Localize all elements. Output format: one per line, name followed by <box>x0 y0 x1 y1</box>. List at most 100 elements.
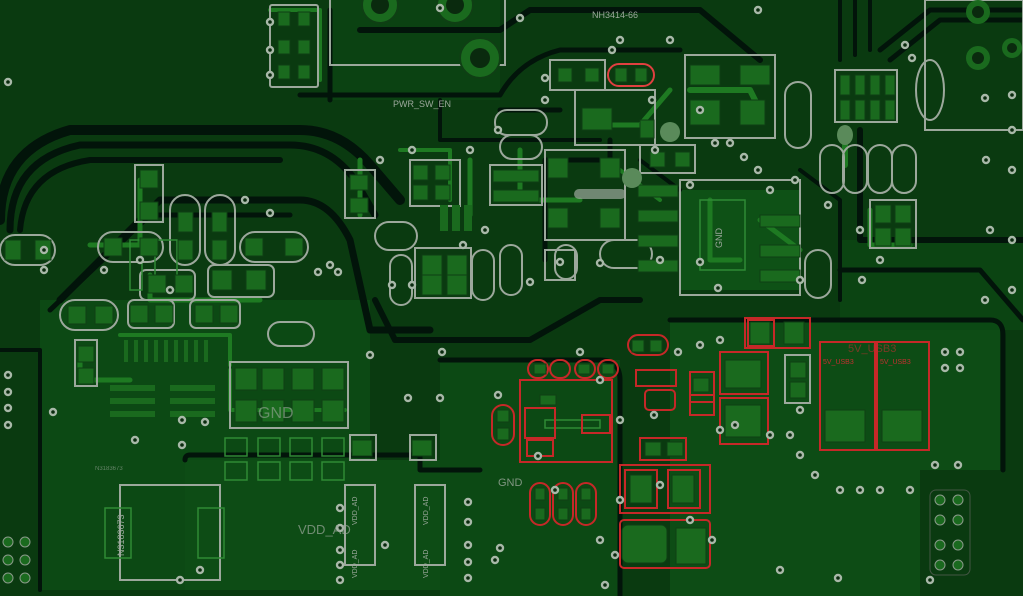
via-hole <box>756 168 760 172</box>
via-hole <box>813 473 817 477</box>
via-hole <box>466 500 470 504</box>
via-hole <box>180 443 184 447</box>
via-hole <box>943 366 947 370</box>
via-hole <box>728 141 732 145</box>
via-hole <box>268 73 272 77</box>
via-hole <box>268 48 272 52</box>
label-gnd-center: GND <box>714 228 724 249</box>
via-hole <box>180 418 184 422</box>
via-hole <box>1010 288 1014 292</box>
via-hole <box>858 228 862 232</box>
pin-header <box>929 489 971 576</box>
faint-outlines <box>104 199 746 559</box>
via-hole <box>713 141 717 145</box>
label-net-top: NH3414-66 <box>592 10 638 20</box>
label-pad-vdd-3: VDD_AD <box>352 550 359 578</box>
via-hole <box>1010 128 1014 132</box>
via-hole <box>956 463 960 467</box>
via-hole <box>618 38 622 42</box>
via-hole <box>468 148 472 152</box>
via-hole <box>838 488 842 492</box>
via-hole <box>943 350 947 354</box>
via-hole <box>498 546 502 550</box>
via-hole <box>718 428 722 432</box>
via-hole <box>658 483 662 487</box>
via-hole <box>793 178 797 182</box>
via-hole <box>406 396 410 400</box>
via-hole <box>650 98 654 102</box>
via-hole <box>338 548 342 552</box>
via-hole <box>653 148 657 152</box>
via-hole <box>910 56 914 60</box>
via-hole <box>42 248 46 252</box>
via-hole <box>958 366 962 370</box>
via-hole <box>328 263 332 267</box>
via-hole <box>203 420 207 424</box>
via-hole <box>466 520 470 524</box>
silkscreen-labels: NH3414-66 PWR_SW_EN GND GND GND VDD_AD V… <box>95 10 911 578</box>
via-hole <box>858 488 862 492</box>
via-hole <box>716 286 720 290</box>
via-hole <box>6 390 10 394</box>
via-hole <box>878 488 882 492</box>
label-pad-vdd-4: VDD_AD <box>423 550 430 578</box>
via-hole <box>958 350 962 354</box>
via-hole <box>933 463 937 467</box>
via-hole <box>658 258 662 262</box>
via-hole <box>378 158 382 162</box>
via-hole <box>438 396 442 400</box>
via-hole <box>698 108 702 112</box>
label-pad-vdd-2: VDD_AD <box>423 497 430 525</box>
ic-pins <box>110 205 472 417</box>
via-hole <box>676 350 680 354</box>
via-hole <box>138 258 142 262</box>
label-usb-header: 5V_USB3 <box>848 343 896 355</box>
via-hole <box>390 283 394 287</box>
via-hole <box>742 155 746 159</box>
via-hole <box>688 183 692 187</box>
label-power-switch: PWR_SW_EN <box>393 99 451 109</box>
via-hole <box>1010 93 1014 97</box>
pin-header-left <box>2 536 31 584</box>
red-components <box>491 63 930 569</box>
via-hole <box>598 261 602 265</box>
via-hole <box>688 518 692 522</box>
via-hole <box>168 288 172 292</box>
via-hole <box>528 280 532 284</box>
via-hole <box>768 433 772 437</box>
via-hole <box>778 568 782 572</box>
smd-pads <box>4 11 923 565</box>
label-part-side: N3183673 <box>95 466 123 472</box>
via-hole <box>133 438 137 442</box>
via-hole <box>518 16 522 20</box>
via-hole <box>983 96 987 100</box>
via-hole <box>102 268 106 272</box>
via-hole <box>198 568 202 572</box>
label-pad-vdd-1: VDD_AD <box>352 497 359 525</box>
via-hole <box>1010 168 1014 172</box>
via-hole <box>338 526 342 530</box>
via-hole <box>908 488 912 492</box>
via-hole <box>410 148 414 152</box>
via-hole <box>836 576 840 580</box>
via-hole <box>984 158 988 162</box>
via-hole <box>603 583 607 587</box>
via-hole <box>466 560 470 564</box>
via-hole <box>461 243 465 247</box>
label-part-vertical: N3183673 <box>116 514 126 556</box>
via-hole <box>1010 238 1014 242</box>
via-hole <box>178 578 182 582</box>
via-hole <box>798 278 802 282</box>
via-hole <box>610 48 614 52</box>
label-usb-right: 5V_USB3 <box>880 359 911 366</box>
via-hole <box>6 423 10 427</box>
via-hole <box>493 558 497 562</box>
via-hole <box>618 498 622 502</box>
via-hole <box>652 413 656 417</box>
via-hole <box>483 228 487 232</box>
via-hole <box>710 538 714 542</box>
via-hole <box>798 453 802 457</box>
via-hole <box>410 283 414 287</box>
label-gnd-bottom: GND <box>498 477 523 489</box>
